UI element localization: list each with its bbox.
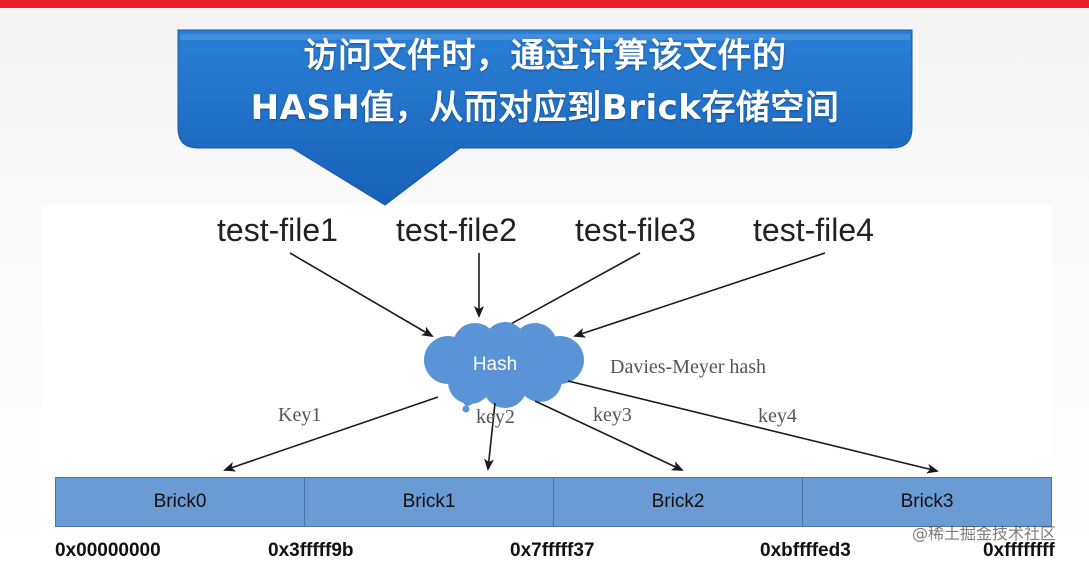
arrow-file4-to-hash — [573, 252, 826, 338]
callout-line-1: 访问文件时，通过计算该文件的 — [303, 36, 787, 76]
key-label-4: key4 — [758, 405, 797, 427]
callout-text: 访问文件时，通过计算该文件的 HASH值，从而对应到Brick存储空间 — [178, 30, 912, 134]
file-label-2: test-file2 — [396, 212, 517, 248]
hash-label: Hash — [472, 354, 518, 375]
file-label-3: test-file3 — [575, 212, 696, 248]
arrow-hash-to-brick2 — [534, 400, 684, 471]
brick-storage-bar: Brick0 Brick1 Brick2 Brick3 — [55, 477, 1052, 527]
brick-1: Brick1 — [305, 478, 554, 526]
address-label-2: 0x7fffff37 — [510, 540, 595, 561]
key-label-2: key2 — [476, 406, 515, 428]
address-label-3: 0xbffffed3 — [760, 540, 851, 561]
file-label-1: test-file1 — [217, 212, 338, 248]
key-label-3: key3 — [593, 404, 632, 426]
hash-cloud-icon — [424, 322, 584, 413]
hash-algorithm-label: Davies-Meyer hash — [610, 356, 767, 378]
address-label-4: 0xffffffff — [983, 540, 1055, 561]
arrow-file3-to-hash — [496, 252, 641, 332]
callout-line-2: HASH值，从而对应到Brick存储空间 — [250, 88, 840, 128]
arrow-hash-to-brick3 — [567, 380, 939, 474]
brick-0: Brick0 — [56, 478, 305, 526]
arrow-hash-to-brick0 — [223, 396, 439, 472]
key-label-1: Key1 — [278, 404, 322, 426]
address-label-1: 0x3fffff9b — [268, 540, 354, 561]
file-label-4: test-file4 — [753, 212, 874, 248]
arrow-file1-to-hash — [289, 252, 434, 338]
watermark: @稀土掘金技术社区 — [912, 524, 1057, 543]
arrow-hash-to-brick1 — [484, 402, 496, 471]
address-label-0: 0x00000000 — [55, 540, 161, 561]
brick-2: Brick2 — [554, 478, 803, 526]
brick-3: Brick3 — [900, 491, 954, 512]
top-accent-bar — [0, 0, 1089, 8]
